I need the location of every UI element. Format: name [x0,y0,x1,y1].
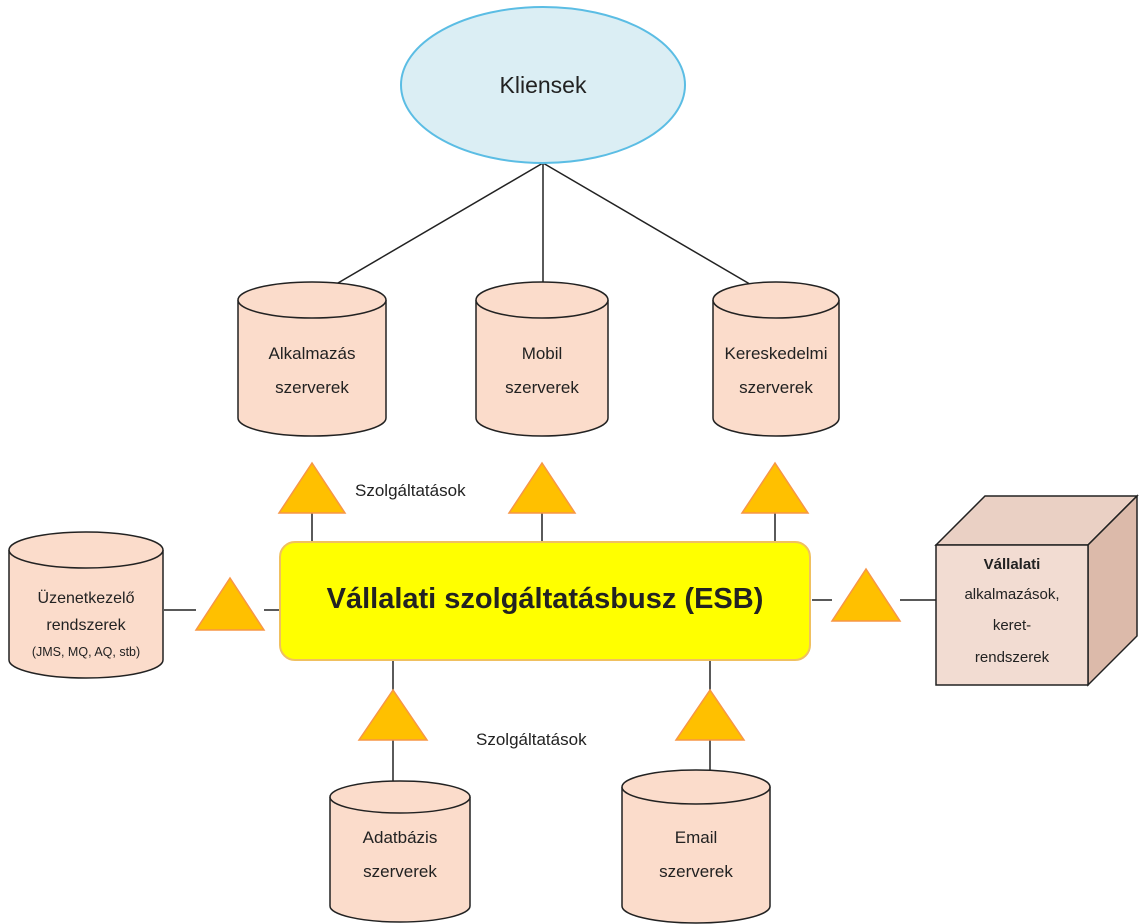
commerce-servers-line1: Kereskedelmi [725,344,828,363]
commerce-servers-cylinder: Kereskedelmi szerverek [712,281,840,437]
esb-box [279,541,811,661]
esb-node: Vállalati szolgáltatásbusz (ESB) [279,541,811,661]
service-triangle-email [674,688,746,741]
services-label-top: Szolgáltatások [355,481,466,500]
email-servers-line1: Email [675,828,718,847]
app-servers-cylinder: Alkalmazás szerverek [237,281,387,437]
cylinder-top [712,281,840,319]
email-servers-cylinder: Email szerverek [621,769,771,924]
enterprise-line1: Vállalati [984,556,1041,573]
line-clients-commerce [542,162,761,291]
enterprise-line4: rendszerek [975,649,1050,666]
mobile-servers-cylinder: Mobil szerverek [475,281,609,437]
cylinder-body [8,550,164,679]
enterprise-line3: keret- [993,617,1031,634]
app-servers-line2: szerverek [275,378,349,397]
messaging-line2: rendszerek [46,617,126,634]
db-servers-line2: szerverek [363,862,437,881]
messaging-line1: Üzenetkezelő [38,589,135,607]
line-clients-app [325,162,544,291]
cylinder-body [237,300,387,437]
cylinder-body [712,300,840,437]
esb-label: Vállalati szolgáltatásbusz (ESB) [327,583,764,615]
enterprise-apps-box: Vállalati alkalmazások, keret- rendszere… [934,494,1139,687]
mobile-servers-line2: szerverek [505,378,579,397]
messaging-systems-cylinder: Üzenetkezelő rendszerek (JMS, MQ, AQ, st… [8,531,164,679]
cylinder-top [621,769,771,805]
messaging-line3: (JMS, MQ, AQ, stb) [32,645,140,659]
cylinder-body [621,787,771,924]
cylinder-top [475,281,609,319]
service-triangle-enterprise [830,567,902,622]
service-triangle-db [357,688,429,741]
top-service-triangles [277,461,810,514]
cylinder-top [8,531,164,569]
cylinder-body [329,797,471,923]
app-servers-line1: Alkalmazás [269,344,356,363]
db-servers-cylinder: Adatbázis szerverek [329,780,471,923]
mobile-servers-line1: Mobil [522,344,563,363]
service-triangle-messaging [194,576,266,631]
clients-ellipse [400,6,686,164]
bottom-service-triangles [357,688,746,741]
email-servers-line2: szerverek [659,862,733,881]
clients-node: Kliensek [400,6,686,164]
service-triangle-mobile [507,461,577,514]
box-front-face [935,544,1089,686]
clients-label: Kliensek [500,72,587,98]
service-triangle-commerce [740,461,810,514]
commerce-servers-line2: szerverek [739,378,813,397]
enterprise-line2: alkalmazások, [964,586,1059,603]
cylinder-top [237,281,387,319]
service-triangle-app [277,461,347,514]
db-servers-line1: Adatbázis [363,828,438,847]
cylinder-body [475,300,609,437]
services-label-bottom: Szolgáltatások [476,730,587,749]
cylinder-top [329,780,471,814]
